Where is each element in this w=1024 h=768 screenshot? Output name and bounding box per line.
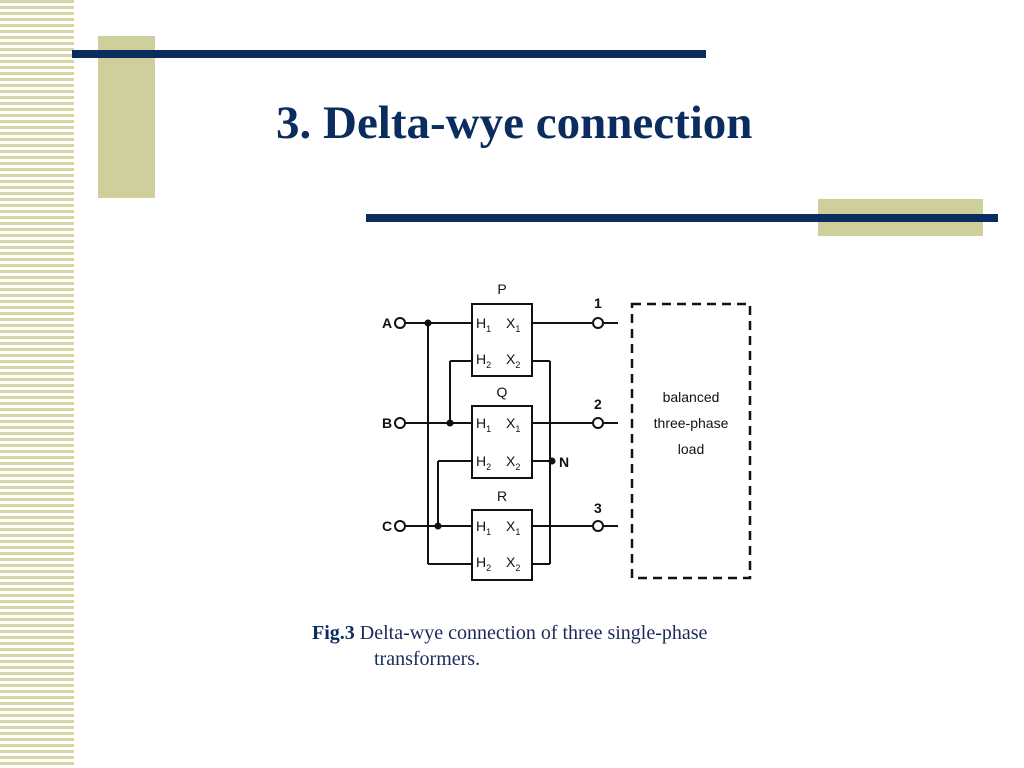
junction-dot xyxy=(424,319,432,327)
neutral-junction-dot xyxy=(548,457,556,465)
transformer-r-box xyxy=(471,509,533,581)
terminal-1-label: 1 xyxy=(594,295,602,311)
terminal-1 xyxy=(592,317,604,329)
q-h1-label: H1 xyxy=(476,415,491,434)
slide-title: 3. Delta-wye connection xyxy=(276,97,753,149)
terminal-a-label: A xyxy=(382,315,392,331)
transformer-q-label: Q xyxy=(497,384,508,400)
terminal-2-label: 2 xyxy=(594,396,602,412)
terminal-c-label: C xyxy=(382,518,392,534)
p-x1-label: X1 xyxy=(506,315,520,334)
terminal-3 xyxy=(592,520,604,532)
terminal-b xyxy=(394,417,406,429)
neutral-label: N xyxy=(559,454,569,470)
terminal-2 xyxy=(592,417,604,429)
r-h2-label: H2 xyxy=(476,554,491,573)
q-h2-label: H2 xyxy=(476,453,491,472)
p-h1-label: H1 xyxy=(476,315,491,334)
caption-text-line-2: transformers. xyxy=(374,648,481,670)
r-x1-label: X1 xyxy=(506,518,520,537)
junction-dot xyxy=(434,522,442,530)
caption-text-line-1: Delta-wye connection of three single-pha… xyxy=(359,622,708,644)
q-x2-label: X2 xyxy=(506,453,520,472)
load-text-line-1: balanced xyxy=(663,389,720,405)
terminal-b-label: B xyxy=(382,415,392,431)
transformer-q-box xyxy=(471,405,533,479)
left-stripe-decoration xyxy=(0,0,74,768)
r-h1-label: H1 xyxy=(476,518,491,537)
p-h2-label: H2 xyxy=(476,351,491,370)
delta-wye-diagram: P Q R H1 X1 H2 X2 H1 X1 H2 X2 H1 X1 H2 X… xyxy=(382,281,752,581)
r-x2-label: X2 xyxy=(506,554,520,573)
p-x2-label: X2 xyxy=(506,351,520,370)
bottom-navy-rule xyxy=(366,214,998,222)
tan-accent-block-top xyxy=(98,36,155,198)
load-text-line-2: three-phase xyxy=(654,415,729,431)
q-x1-label: X1 xyxy=(506,415,520,434)
figure-caption: Fig.3 Delta-wye connection of three sing… xyxy=(312,620,852,672)
top-navy-rule xyxy=(72,50,706,58)
terminal-c xyxy=(394,520,406,532)
load-text-line-3: load xyxy=(678,441,704,457)
load-box xyxy=(630,302,752,580)
terminal-a xyxy=(394,317,406,329)
terminal-3-label: 3 xyxy=(594,500,602,516)
junction-dot xyxy=(446,419,454,427)
figure-label: Fig.3 xyxy=(312,622,355,644)
transformer-r-label: R xyxy=(497,488,507,504)
transformer-p-box xyxy=(471,303,533,377)
transformer-p-label: P xyxy=(497,281,506,297)
